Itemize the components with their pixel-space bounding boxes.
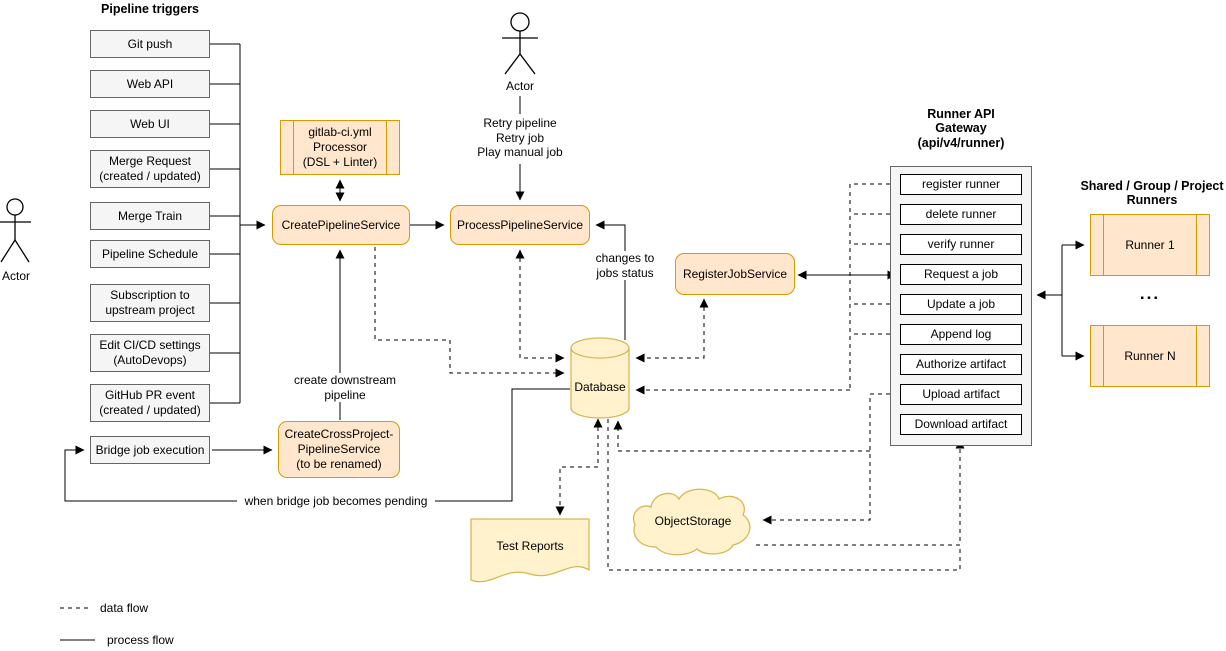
trigger-web-ui: Web UI [90, 110, 210, 138]
legend-process-flow-label: process flow [107, 633, 174, 647]
legend-data-flow-label: data flow [100, 601, 149, 615]
test-reports: Test Reports [470, 518, 590, 588]
changes-to-jobs-status-label: changes to jobs status [589, 251, 661, 281]
trigger-pipeline-schedule: Pipeline Schedule [90, 240, 210, 268]
endpoint-download-artifact: Download artifact [900, 414, 1022, 435]
endpoint-delete-runner: delete runner [900, 204, 1022, 225]
component-line [1103, 326, 1104, 386]
when-bridge-pending-label: when bridge job becomes pending [237, 494, 435, 509]
actor-left-label: Actor [1, 269, 30, 283]
object-storage: ObjectStorage [628, 484, 758, 558]
trigger-merge-train: Merge Train [90, 202, 210, 230]
actor-left: Actor [0, 194, 34, 283]
document-icon [470, 518, 590, 583]
trigger-github-pr: GitHub PR event (created / updated) [90, 384, 210, 422]
database: Database [570, 337, 630, 419]
actor-top: Actor [500, 10, 540, 93]
trigger-merge-request: Merge Request (created / updated) [90, 150, 210, 188]
trigger-edit-cicd: Edit CI/CD settings (AutoDevops) [90, 334, 210, 372]
endpoint-update-a-job: Update a job [900, 294, 1022, 315]
actor-top-label: Actor [505, 79, 534, 93]
runner-n-label: Runner N [1124, 348, 1176, 363]
database-cylinder-icon [570, 337, 630, 419]
component-line [1196, 215, 1197, 275]
endpoint-upload-artifact: Upload artifact [900, 384, 1022, 405]
trigger-bridge-job: Bridge job execution [90, 436, 210, 464]
endpoint-authorize-artifact: Authorize artifact [900, 354, 1022, 375]
cloud-icon [632, 488, 751, 556]
create-downstream-pipeline-label: create downstream pipeline [284, 373, 406, 403]
object-storage-label: ObjectStorage [654, 513, 732, 528]
create-cross-project-pipeline-service: CreateCrossProject- PipelineService (to … [278, 421, 400, 478]
runner-1-label: Runner 1 [1125, 237, 1175, 252]
trigger-web-api: Web API [90, 70, 210, 98]
register-job-service: RegisterJobService [675, 253, 795, 295]
endpoint-verify-runner: verify runner [900, 234, 1022, 255]
database-label: Database [574, 379, 626, 394]
runners-ellipsis: ... [1139, 284, 1161, 303]
endpoint-append-log: Append log [900, 324, 1022, 345]
actor-top-icon [502, 12, 538, 75]
yml-processor: gitlab-ci.yml Processor (DSL + Linter) [280, 120, 400, 175]
endpoint-request-a-job: Request a job [900, 264, 1022, 285]
yml-processor-label: gitlab-ci.yml Processor (DSL + Linter) [302, 125, 378, 169]
component-line [293, 121, 294, 174]
trigger-subscription: Subscription to upstream project [90, 284, 210, 322]
create-pipeline-service: CreatePipelineService [272, 205, 410, 245]
runner-api-gateway-title: Runner API Gateway (api/v4/runner) [917, 107, 1005, 150]
test-reports-label: Test Reports [496, 538, 564, 553]
component-line [386, 121, 387, 174]
process-pipeline-service: ProcessPipelineService [450, 205, 590, 245]
pipeline-triggers-title: Pipeline triggers [101, 2, 199, 16]
retry-actions-label: Retry pipeline Retry job Play manual job [477, 116, 563, 160]
actor-left-icon [0, 198, 31, 263]
endpoint-register-runner: register runner [900, 174, 1022, 195]
runner-n: Runner N [1090, 325, 1210, 387]
component-line [1103, 215, 1104, 275]
shared-runners-title: Shared / Group / Project Runners [1080, 179, 1224, 208]
trigger-git-push: Git push [90, 30, 210, 58]
runner-1: Runner 1 [1090, 214, 1210, 276]
component-line [1196, 326, 1197, 386]
